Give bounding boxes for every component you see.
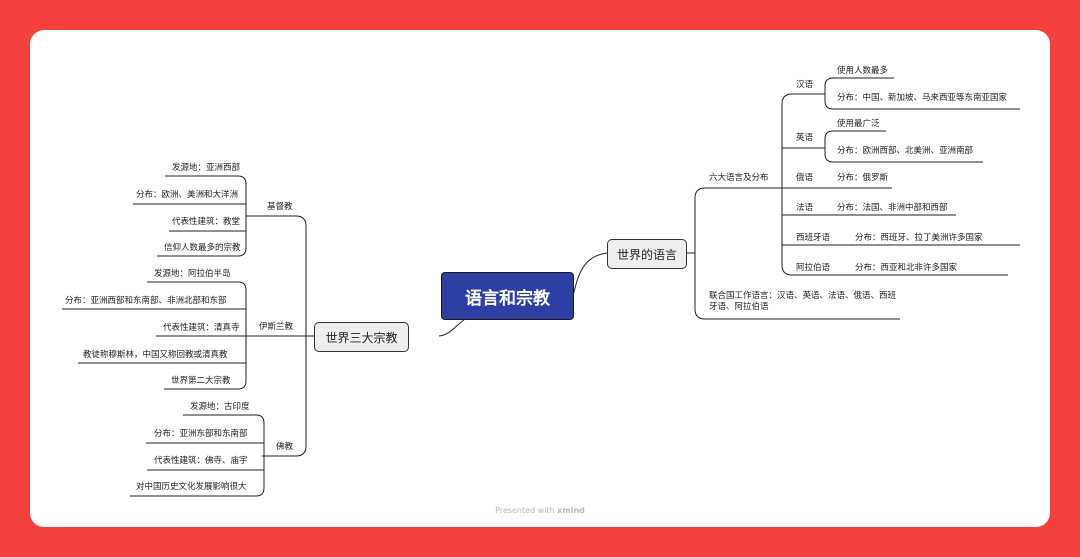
language-french[interactable]: 法语 [796, 203, 814, 213]
language-fact[interactable]: 分布：西班牙、拉丁美洲许多国家 [855, 233, 983, 243]
religion-fact[interactable]: 对中国历史文化发展影响很大 [136, 482, 247, 492]
religion-fact[interactable]: 世界第二大宗教 [171, 376, 231, 386]
religion-fact[interactable]: 教徒称穆斯林，中国又称回教或清真教 [83, 350, 228, 360]
religion-fact[interactable]: 分布：亚洲东部和东南部 [154, 429, 248, 439]
xmind-logo: xmind [557, 506, 585, 515]
religion-fact[interactable]: 分布：欧洲、美洲和大洋洲 [136, 190, 239, 200]
connector-lines [62, 77, 1020, 497]
language-fact[interactable]: 使用人数最多 [837, 66, 889, 76]
footer-credit: Presented with xmind [30, 506, 1050, 515]
topic-six-languages[interactable]: 六大语言及分布 [709, 173, 769, 183]
language-spanish[interactable]: 西班牙语 [796, 233, 831, 243]
religion-buddhism[interactable]: 佛教 [276, 442, 294, 452]
religion-fact[interactable]: 信仰人数最多的宗教 [164, 243, 241, 253]
religion-islam[interactable]: 伊斯兰教 [259, 322, 294, 332]
religion-fact[interactable]: 代表性建筑：佛寺、庙宇 [154, 456, 248, 466]
language-english[interactable]: 英语 [796, 133, 814, 143]
topic-world-languages[interactable]: 世界的语言 [607, 239, 687, 269]
language-fact[interactable]: 分布：俄罗斯 [837, 173, 889, 183]
language-fact[interactable]: 分布：西亚和北非许多国家 [855, 263, 958, 273]
footer-prefix: Presented with [495, 506, 555, 515]
language-chinese[interactable]: 汉语 [796, 80, 814, 90]
topic-world-religions[interactable]: 世界三大宗教 [314, 322, 409, 352]
mindmap-canvas: 语言和宗教 世界的语言 世界三大宗教 六大语言及分布 联合国工作语言：汉语、英语… [30, 30, 1050, 527]
religion-fact[interactable]: 代表性建筑：清真寺 [163, 323, 240, 333]
language-russian[interactable]: 俄语 [796, 173, 814, 183]
religion-christianity[interactable]: 基督教 [267, 202, 293, 212]
topic-un-languages[interactable]: 联合国工作语言：汉语、英语、法语、俄语、西班牙语、阿拉伯语 [709, 291, 897, 312]
language-fact[interactable]: 使用最广泛 [837, 119, 880, 129]
language-fact[interactable]: 分布：欧洲西部、北美洲、亚洲南部 [837, 146, 974, 156]
religion-fact[interactable]: 分布：亚洲西部和东南部、非洲北部和东部 [65, 296, 227, 306]
religion-fact[interactable]: 发源地：亚洲西部 [172, 163, 241, 173]
language-arabic[interactable]: 阿拉伯语 [796, 263, 831, 273]
religion-fact[interactable]: 代表性建筑：教堂 [172, 217, 241, 227]
language-fact[interactable]: 分布：法国、非洲中部和西部 [837, 203, 948, 213]
religion-fact[interactable]: 发源地：阿拉伯半岛 [154, 269, 231, 279]
root-topic[interactable]: 语言和宗教 [441, 272, 574, 320]
religion-fact[interactable]: 发源地：古印度 [190, 402, 250, 412]
language-fact[interactable]: 分布：中国、新加坡、马来西亚等东南亚国家 [837, 93, 1008, 103]
